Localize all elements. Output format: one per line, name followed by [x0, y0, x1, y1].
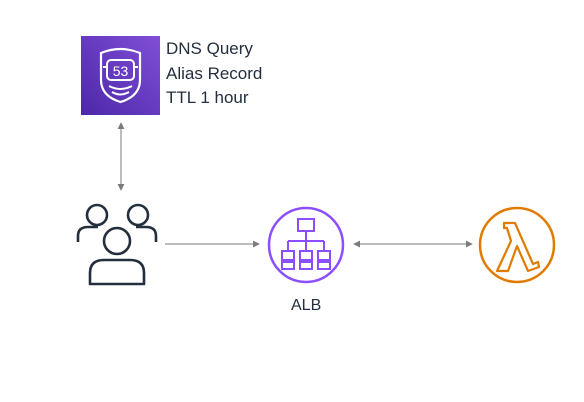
- dns-query-label: DNS Query: [166, 39, 253, 58]
- lambda-icon: [478, 206, 556, 284]
- dns-description: DNS Query Alias Record TTL 1 hour: [166, 37, 262, 111]
- alb-label: ALB: [291, 297, 322, 314]
- route53-shield-icon: 53: [99, 47, 142, 104]
- alias-record-label: Alias Record: [166, 63, 263, 83]
- users-group-icon: [76, 203, 158, 286]
- alb-network-icon: [267, 206, 345, 284]
- route53-badge-number: 53: [113, 63, 129, 79]
- ttl-label: TTL 1 hour: [166, 88, 249, 107]
- route53-tile: 53: [81, 36, 160, 115]
